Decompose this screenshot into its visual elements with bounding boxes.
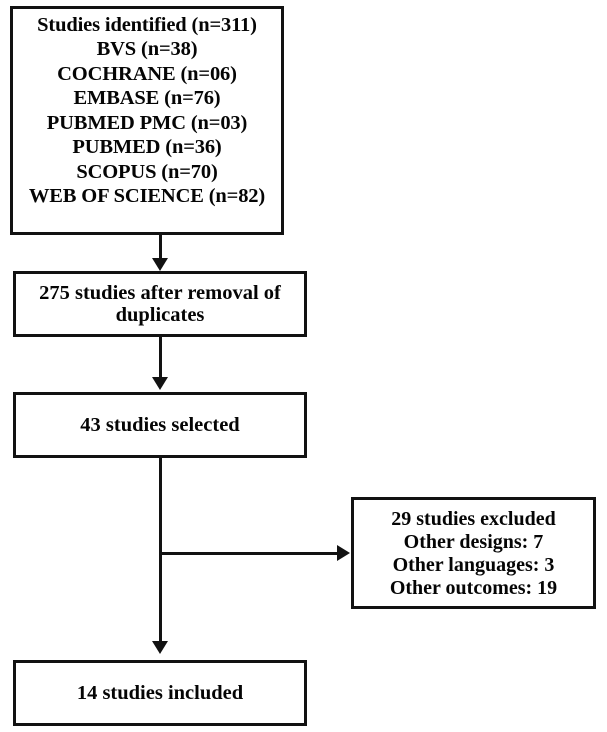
identified-line-pubmed-pmc: PUBMED PMC (n=03) <box>46 111 248 134</box>
connector-selected-to-included-line <box>159 457 162 643</box>
identified-line-bvs: BVS (n=38) <box>96 38 198 60</box>
excluded-line-total: 29 studies excluded <box>391 507 556 530</box>
included-line-1: 14 studies included <box>76 681 244 704</box>
arrow-right-icon-selected-to-excluded <box>337 545 350 561</box>
excluded-line-outcomes: Other outcomes: 19 <box>389 576 558 599</box>
box-studies-identified: Studies identified (n=311) BVS (n=38) CO… <box>10 6 284 235</box>
connector-identified-to-duplicates-line <box>159 214 162 262</box>
identified-line-total: Studies identified (n=311) <box>37 13 257 36</box>
box-studies-excluded: 29 studies excluded Other designs: 7 Oth… <box>351 497 596 609</box>
excluded-line-designs: Other designs: 7 <box>403 530 544 553</box>
identified-line-cochrane: COCHRANE (n=06) <box>57 62 237 85</box>
arrow-down-icon-selected-to-included <box>152 641 168 654</box>
connector-duplicates-to-selected-line <box>159 336 162 378</box>
box-studies-selected: 43 studies selected <box>13 392 307 458</box>
duplicates-line-2: duplicates <box>115 304 205 326</box>
connector-selected-to-excluded-line <box>159 552 339 555</box>
identified-line-embase: EMBASE (n=76) <box>73 87 221 109</box>
arrow-down-icon-duplicates-to-selected <box>152 377 168 390</box>
box-after-removal-of-duplicates: 275 studies after removal of duplicates <box>13 271 307 337</box>
identified-line-scopus: SCOPUS (n=70) <box>76 160 218 183</box>
arrow-down-icon-identified-to-duplicates <box>152 258 168 271</box>
excluded-line-languages: Other languages: 3 <box>392 553 555 576</box>
identified-line-pubmed: PUBMED (n=36) <box>72 136 222 158</box>
selected-line-1: 43 studies selected <box>80 413 240 436</box>
identified-line-web-of-science: WEB OF SCIENCE (n=82) <box>28 185 266 207</box>
box-studies-included: 14 studies included <box>13 660 307 726</box>
duplicates-line-1: 275 studies after removal of <box>39 281 281 304</box>
